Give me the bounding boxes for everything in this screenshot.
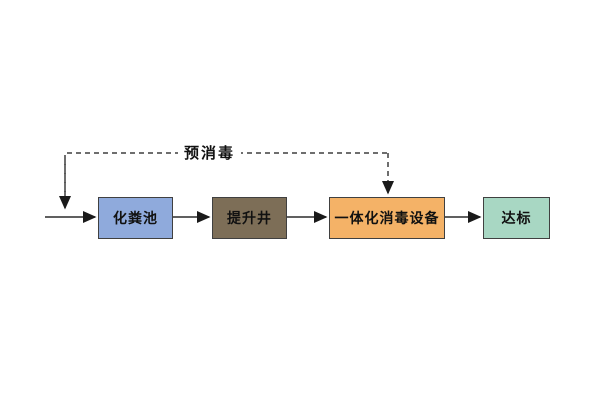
node-compliant-discharge: 达标 (483, 197, 550, 239)
pre-disinfection-label: 预消毒 (178, 144, 242, 162)
node-integrated-disinfection-unit: 一体化消毒设备 (329, 197, 445, 239)
node-lift-well: 提升井 (212, 197, 287, 239)
node-septic-tank: 化粪池 (98, 197, 173, 239)
